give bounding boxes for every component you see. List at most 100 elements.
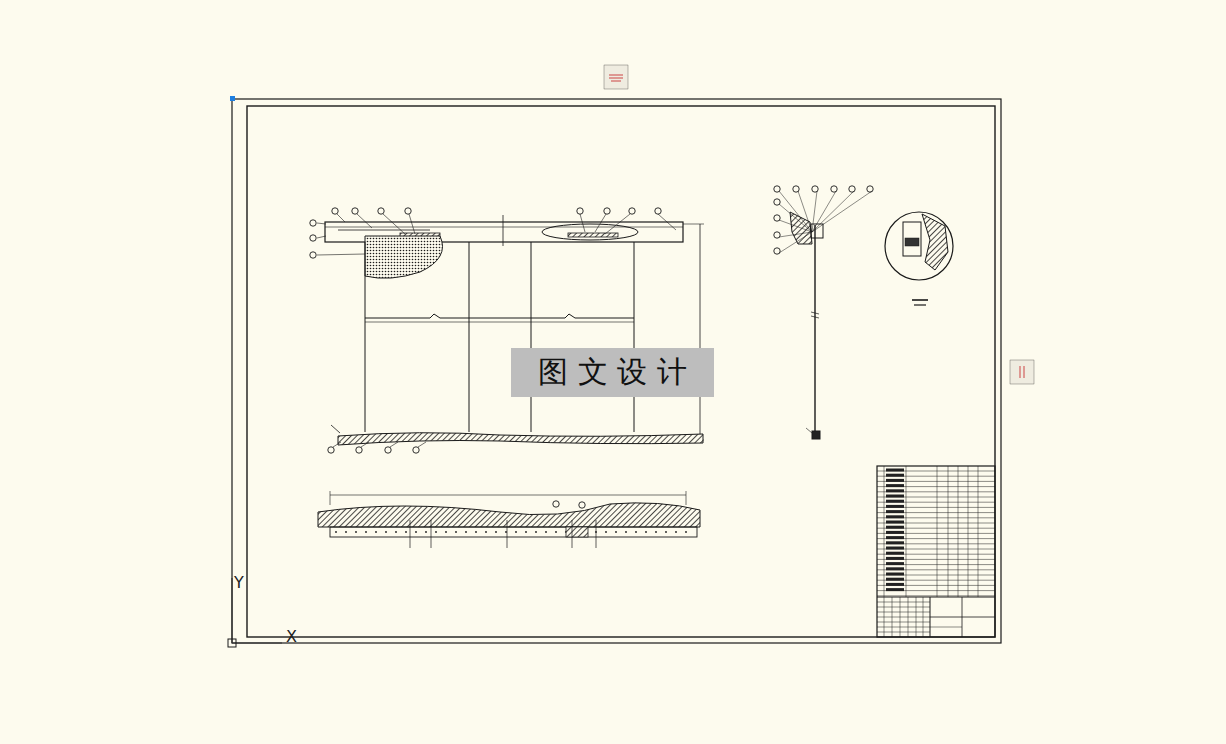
drawing-line: [503, 215, 504, 246]
drawing-line: [779, 191, 812, 232]
bolt-hole: [385, 531, 387, 533]
drawing-line: [886, 578, 904, 581]
drawing-line: [908, 597, 909, 637]
drawing-line: [877, 486, 995, 487]
drawing-rect: [566, 527, 588, 537]
bolt-hole: [615, 531, 617, 533]
drawing-line: [877, 575, 995, 576]
drawing-rect: [877, 466, 995, 637]
drawing-line: [877, 502, 995, 503]
drawing-line: [877, 612, 930, 613]
drawing-line: [877, 528, 995, 529]
drawing-line: [886, 557, 904, 560]
drawing-line: [811, 316, 819, 318]
drawing-line: [779, 204, 812, 232]
perforated-area: [365, 236, 443, 278]
bolt-hole: [645, 531, 647, 533]
bolt-hole: [365, 531, 367, 533]
drawing-line: [338, 230, 430, 231]
drawing-line: [469, 242, 470, 432]
drawing-line: [886, 479, 904, 482]
detail-circle: [885, 212, 953, 280]
bolt-hole: [345, 531, 347, 533]
drawing-line: [877, 569, 995, 570]
callout-circle: [629, 208, 635, 214]
bolt-hole: [405, 531, 407, 533]
bolt-hole: [475, 531, 477, 533]
detail-hatch: [922, 214, 948, 270]
callout-circle: [867, 186, 873, 192]
drawing-line: [886, 489, 904, 492]
drawing-line: [390, 442, 398, 447]
drawing-line: [906, 466, 907, 597]
drawing-line: [877, 549, 995, 550]
drawing-line: [1020, 366, 1021, 378]
drawing-rect: [903, 222, 921, 256]
drawing-line: [886, 500, 904, 503]
drawing-line: [232, 642, 282, 643]
callout-circle: [413, 447, 419, 453]
drawing-line: [231, 578, 232, 643]
callout-circle: [849, 186, 855, 192]
drawing-line: [595, 214, 606, 232]
bolt-hole: [355, 531, 357, 533]
callout-circle: [310, 252, 316, 258]
drawing-line: [609, 78, 623, 79]
bolt-hole: [535, 531, 537, 533]
callout-circle: [378, 208, 384, 214]
callout-circle: [310, 235, 316, 241]
bolt-hole: [395, 531, 397, 533]
drawing-line: [365, 322, 634, 323]
drawing-line: [330, 495, 686, 496]
axis-label: Y: [234, 575, 244, 591]
callout-circle: [405, 208, 411, 214]
drawing-line: [877, 538, 995, 539]
drawing-line: [877, 595, 995, 596]
bolt-hole: [675, 531, 677, 533]
drawing-line: [886, 588, 904, 591]
drawing-rect: [232, 99, 1001, 643]
drawing-line: [884, 597, 885, 637]
drawing-line: [877, 523, 995, 524]
drawing-line: [886, 547, 904, 550]
drawing-rect: [228, 639, 236, 647]
drawing-line: [886, 573, 904, 576]
drawing-line: [892, 597, 893, 637]
drawing-rect: [330, 527, 697, 537]
bolt-hole: [515, 531, 517, 533]
drawing-line: [337, 214, 345, 222]
drawing-line: [884, 466, 885, 597]
drawing-line: [948, 466, 949, 597]
callout-circle: [774, 232, 780, 238]
drawing-line: [531, 242, 532, 432]
bolt-hole: [335, 531, 337, 533]
drawing-line: [317, 254, 365, 255]
drawing-line: [806, 428, 812, 433]
bolt-hole: [375, 531, 377, 533]
detail-outline: [542, 224, 638, 240]
drawing-line: [877, 580, 995, 581]
drawing-line: [357, 214, 372, 228]
drawing-line: [361, 442, 369, 447]
drawing-line: [779, 220, 812, 232]
drawing-line: [365, 242, 366, 432]
drawing-line: [580, 214, 585, 232]
drawing-line: [886, 469, 904, 472]
drawing-line: [811, 312, 819, 314]
bolt-hole: [445, 531, 447, 533]
drawing-line: [886, 552, 904, 555]
drawing-rect: [812, 431, 820, 439]
drawing-line: [930, 627, 962, 628]
drawing-line: [877, 564, 995, 565]
drawing-line: [937, 466, 938, 597]
drawing-line: [383, 214, 405, 234]
drawing-line: [812, 191, 836, 232]
drawing-line: [886, 583, 904, 586]
bolt-hole: [485, 531, 487, 533]
callout-circle: [356, 447, 362, 453]
drawing-line: [877, 617, 930, 618]
drawing-line: [923, 597, 924, 637]
drawing-line: [596, 520, 597, 548]
drawing-line: [812, 191, 817, 232]
drawing-line: [877, 597, 995, 598]
